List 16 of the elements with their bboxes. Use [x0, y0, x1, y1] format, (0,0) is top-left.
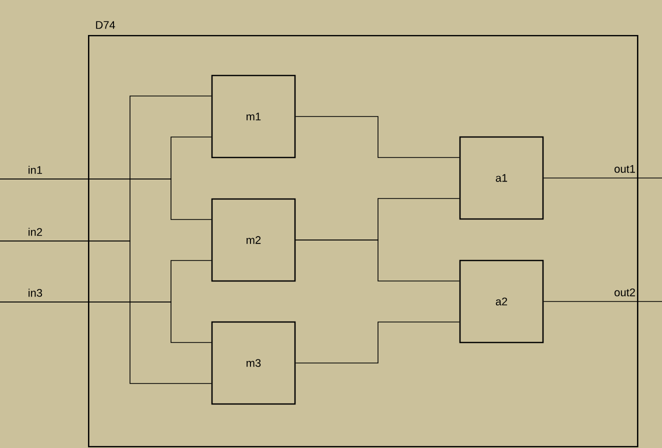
wire: [0, 302, 212, 343]
block-box: a1: [459, 136, 544, 220]
port-label: in2: [28, 228, 42, 236]
wire: [543, 301, 662, 302]
wire: [0, 240, 212, 384]
node-label: D74: [96, 21, 116, 29]
block-box: a2: [459, 260, 544, 344]
wire: [295, 240, 460, 282]
wire: [295, 116, 460, 158]
wire: [295, 322, 460, 364]
port-label: in3: [28, 288, 42, 297]
block-box: m3: [211, 321, 296, 405]
port-label: in1: [28, 166, 42, 174]
wire: [0, 178, 212, 220]
block-box: m1: [211, 74, 296, 158]
block-box: m2: [211, 198, 296, 282]
